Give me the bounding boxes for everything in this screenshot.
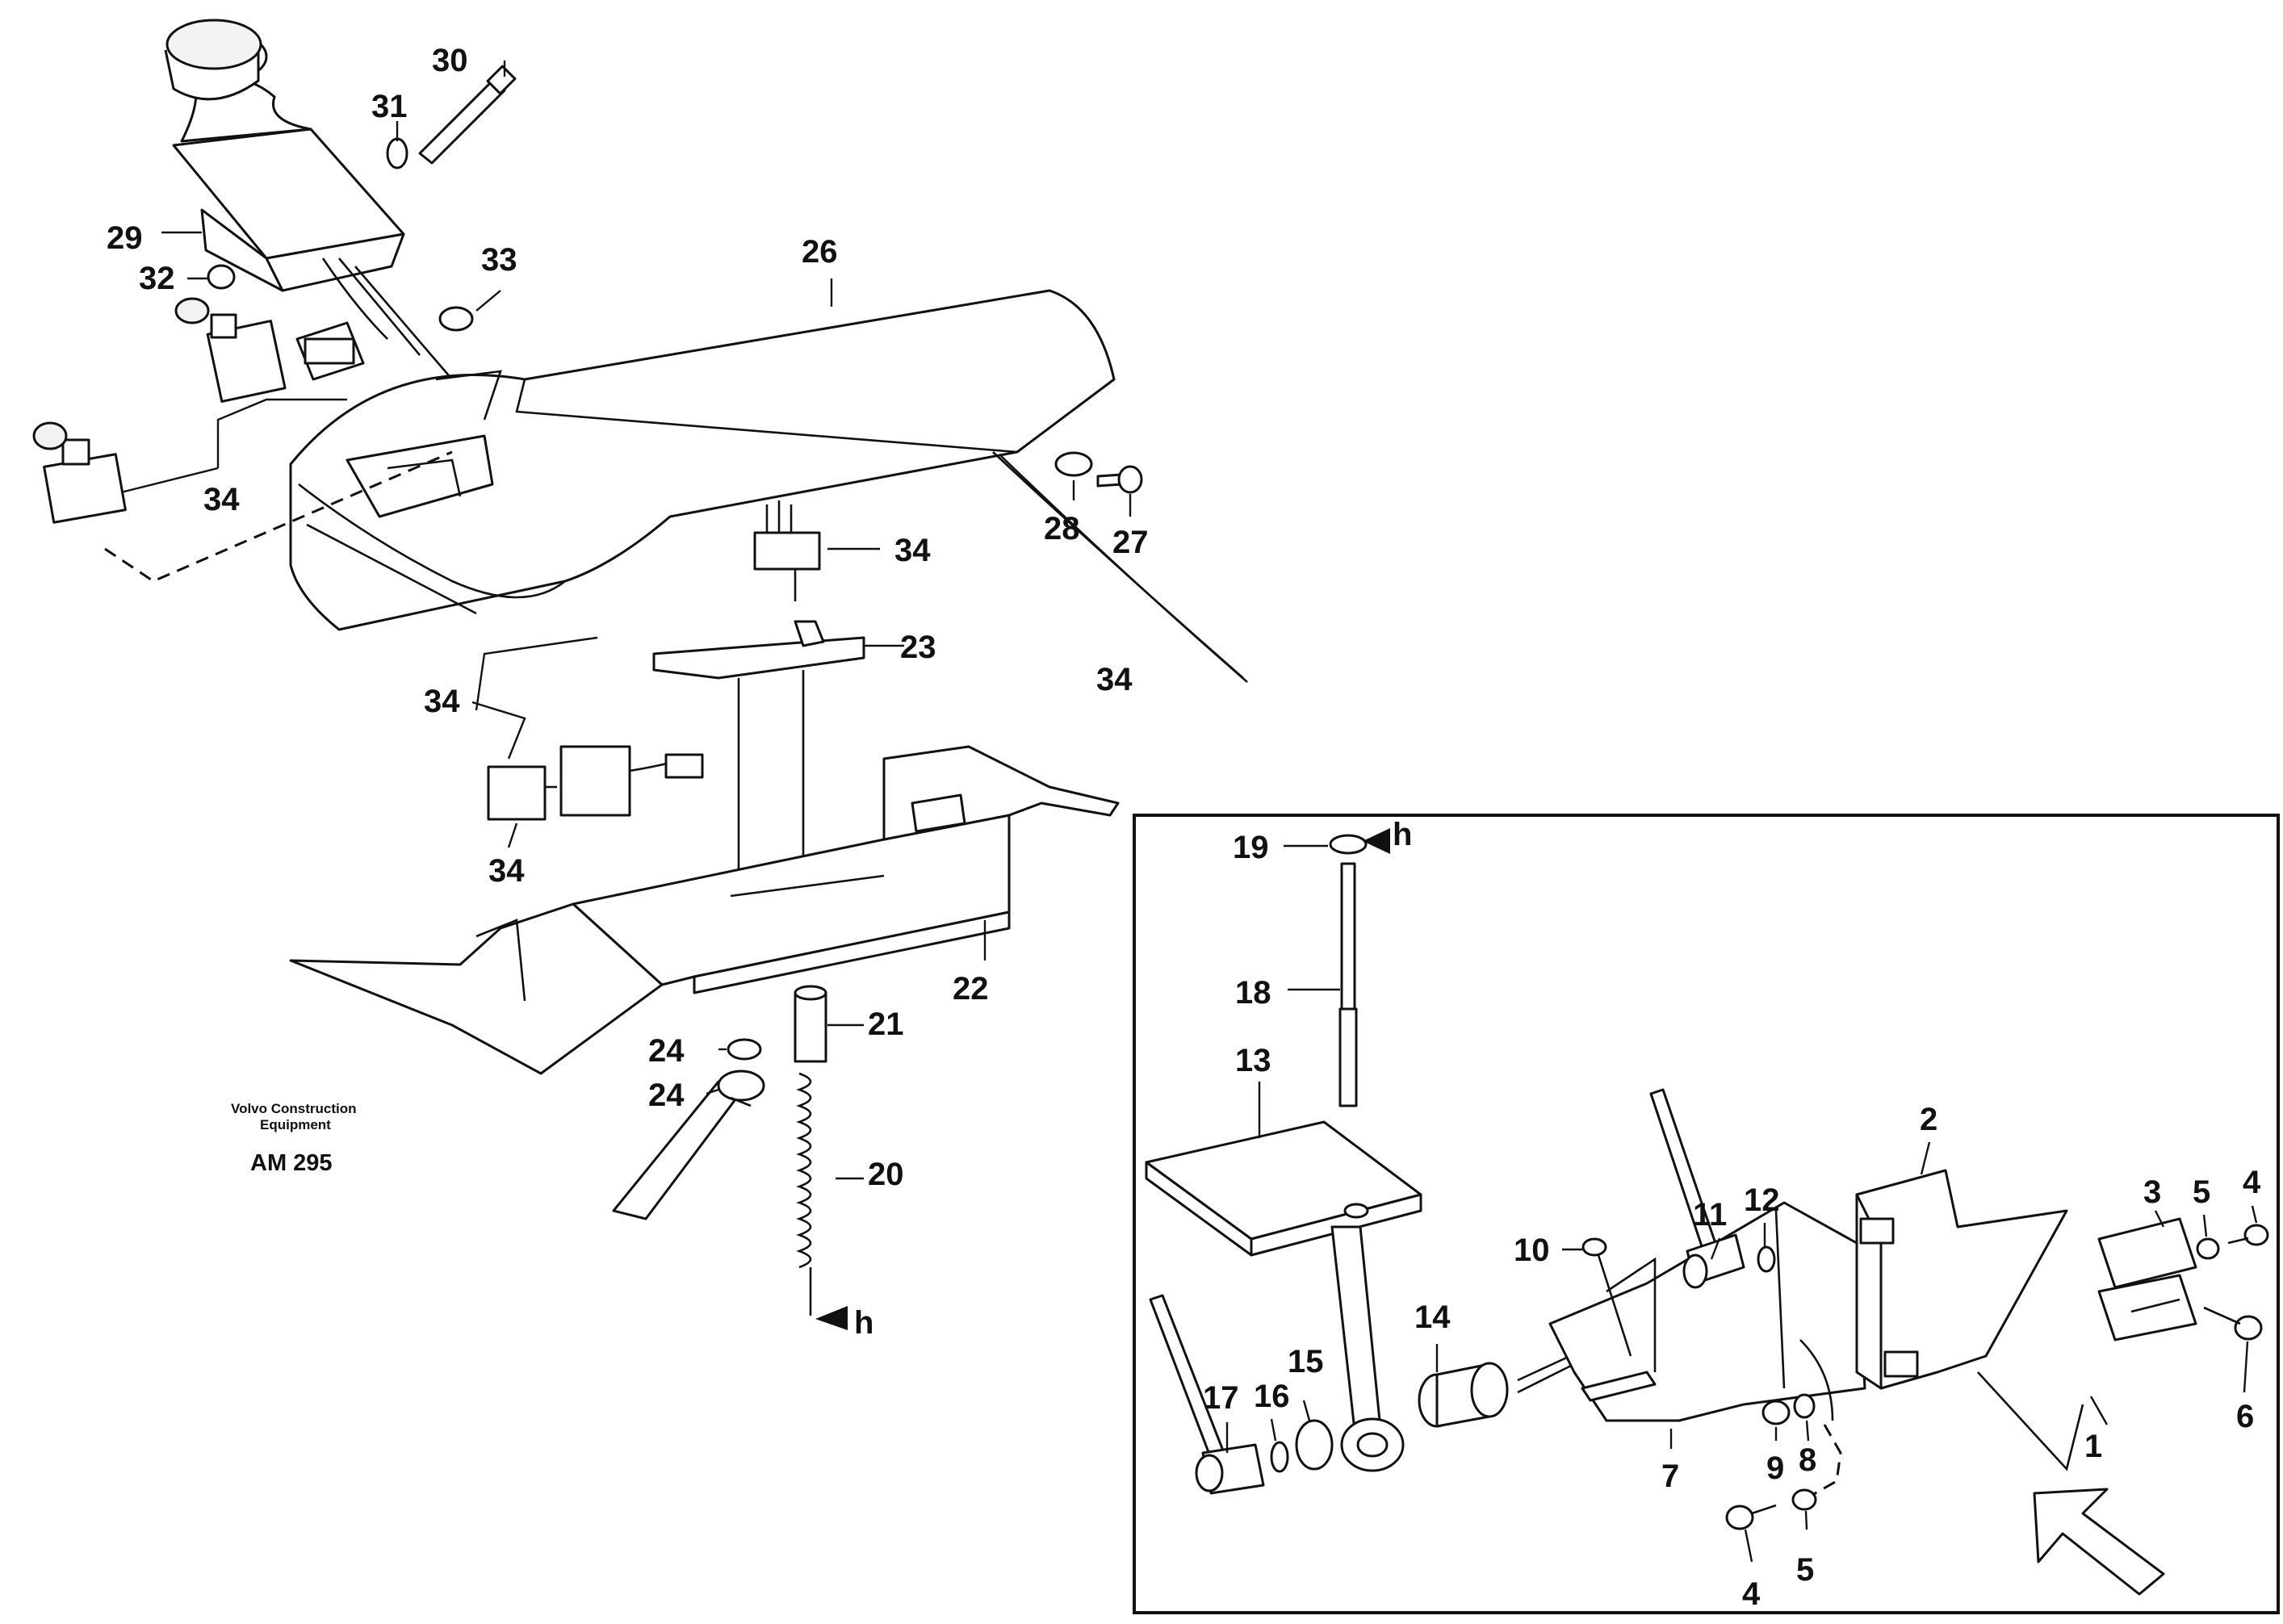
ring-15 <box>1295 1419 1334 1471</box>
clip-33 <box>438 306 474 332</box>
bolt-4-bottom <box>1725 1504 1777 1530</box>
caption-company-line1: Volvo Construction <box>231 1101 357 1116</box>
screw-6 <box>2203 1306 2263 1341</box>
screw-4-top <box>2227 1224 2269 1246</box>
nut-5-top <box>2196 1237 2220 1260</box>
callout-34-relay: 34 <box>488 853 525 889</box>
relay-left <box>487 765 557 821</box>
callout-27: 27 <box>1112 525 1149 560</box>
callout-21: 21 <box>868 1007 904 1042</box>
base-plate-22 <box>289 745 1120 1075</box>
callout-22: 22 <box>953 971 989 1007</box>
relay-right <box>559 745 704 817</box>
callout-15: 15 <box>1288 1344 1324 1379</box>
callout-5-bottom: 5 <box>1796 1552 1814 1588</box>
callout-10: 10 <box>1514 1233 1550 1268</box>
lever-11 <box>1649 1088 1745 1289</box>
joystick-assembly <box>164 19 453 380</box>
plate-13 <box>1145 1120 1422 1257</box>
bushing-14 <box>1418 1354 1575 1428</box>
reference-arrow-icon <box>815 1306 848 1330</box>
pin-18 <box>1338 862 1358 1107</box>
mount-bracket-2 <box>1855 1169 2084 1471</box>
main-leaders <box>104 61 1132 1180</box>
callout-14: 14 <box>1414 1300 1451 1335</box>
pivot-arm <box>1330 1225 1405 1472</box>
callout-7: 7 <box>1661 1459 1679 1494</box>
nut-5-bottom <box>1791 1488 1817 1511</box>
callout-32: 32 <box>139 261 175 296</box>
callout-26: 26 <box>802 234 838 270</box>
inset-leaders <box>1225 844 2258 1563</box>
callout-2: 2 <box>1920 1102 1937 1137</box>
screw-27 <box>1096 465 1143 494</box>
callout-19: 19 <box>1233 830 1269 865</box>
callout-34-cable: 34 <box>1096 662 1133 697</box>
view-direction-arrow-icon <box>2033 1488 2165 1596</box>
callout-13: 13 <box>1235 1043 1271 1078</box>
washer-19 <box>1329 834 1368 855</box>
callout-4-bottom: 4 <box>1742 1576 1761 1612</box>
callout-34-wire: 34 <box>424 684 460 719</box>
micro-switch <box>753 500 821 601</box>
washer-16 <box>1270 1441 1289 1473</box>
bracket-23 <box>652 620 865 884</box>
callout-8: 8 <box>1799 1442 1816 1478</box>
callout-17: 17 <box>1203 1380 1239 1416</box>
callout-34-left: 34 <box>203 482 240 517</box>
caption-company-line2: Equipment <box>260 1117 331 1132</box>
switch-rocker <box>295 321 365 381</box>
callout-31: 31 <box>371 89 408 124</box>
callout-12: 12 <box>1744 1182 1780 1218</box>
detail-inset-frame <box>1133 814 2280 1614</box>
callout-23: 23 <box>900 630 936 665</box>
callout-16: 16 <box>1254 1379 1290 1414</box>
callout-3: 3 <box>2143 1174 2161 1210</box>
callout-33: 33 <box>481 242 517 278</box>
washer-24 <box>727 1038 762 1061</box>
washer-31 <box>386 137 408 170</box>
sleeve-21 <box>794 985 827 1063</box>
callout-30: 30 <box>432 43 468 78</box>
spring-20 <box>796 1072 812 1316</box>
callout-20: 20 <box>868 1157 904 1192</box>
callout-24-lever: 24 <box>648 1078 685 1113</box>
reference-label-inset: h <box>1393 817 1412 852</box>
nut-32 <box>207 264 236 290</box>
reference-label-main: h <box>854 1305 873 1341</box>
bolt-10 <box>1581 1237 1632 1357</box>
callout-18: 18 <box>1235 975 1271 1011</box>
callout-29: 29 <box>107 220 143 256</box>
callout-9: 9 <box>1766 1450 1784 1486</box>
bracket-3 <box>2097 1217 2197 1341</box>
lever-17 <box>1149 1294 1265 1495</box>
callout-34-switch: 34 <box>894 533 931 568</box>
dash-fastener-line <box>1812 1424 1842 1496</box>
callout-5-top: 5 <box>2193 1174 2210 1210</box>
callout-4-top: 4 <box>2243 1165 2261 1200</box>
callout-11: 11 <box>1693 1197 1727 1233</box>
caption-code: AM 295 <box>250 1150 333 1176</box>
washer-12 <box>1757 1245 1776 1273</box>
switch-middle-left <box>174 297 287 403</box>
callout-28: 28 <box>1044 511 1080 546</box>
callout-6: 6 <box>2236 1399 2254 1434</box>
washer-8 <box>1793 1393 1816 1419</box>
washer-28 <box>1054 451 1093 477</box>
switch-left <box>32 421 127 524</box>
reference-arrow-icon-inset <box>1363 828 1390 854</box>
screw-30 <box>418 65 517 165</box>
console-housing <box>289 289 1248 683</box>
callout-24-washer: 24 <box>648 1033 685 1069</box>
nut-9 <box>1761 1400 1791 1425</box>
callout-1: 1 <box>2084 1429 2102 1464</box>
clamp-lever-24 <box>612 1069 765 1220</box>
